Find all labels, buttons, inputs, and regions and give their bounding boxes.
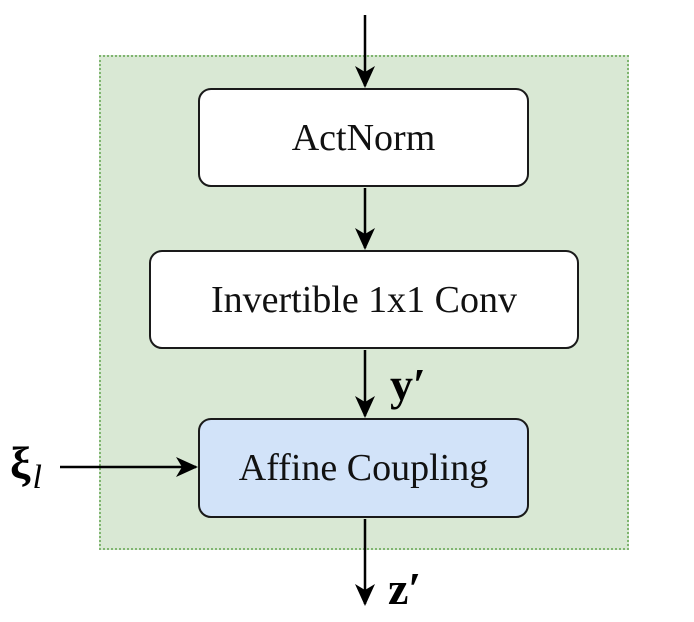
invertible-conv-block: Invertible 1x1 Conv	[149, 250, 579, 349]
xi-symbol: ξ	[10, 437, 31, 488]
y-prime-label: y′	[390, 359, 426, 410]
xi-l-label: ξl	[10, 437, 42, 495]
z-prime-label: z′	[388, 563, 422, 614]
actnorm-block: ActNorm	[198, 88, 529, 187]
affine-coupling-label: Affine Coupling	[238, 447, 489, 489]
affine-coupling-block: Affine Coupling	[198, 418, 529, 518]
xi-subscript: l	[32, 459, 42, 496]
invertible-conv-label: Invertible 1x1 Conv	[210, 278, 518, 321]
actnorm-label: ActNorm	[291, 116, 436, 159]
